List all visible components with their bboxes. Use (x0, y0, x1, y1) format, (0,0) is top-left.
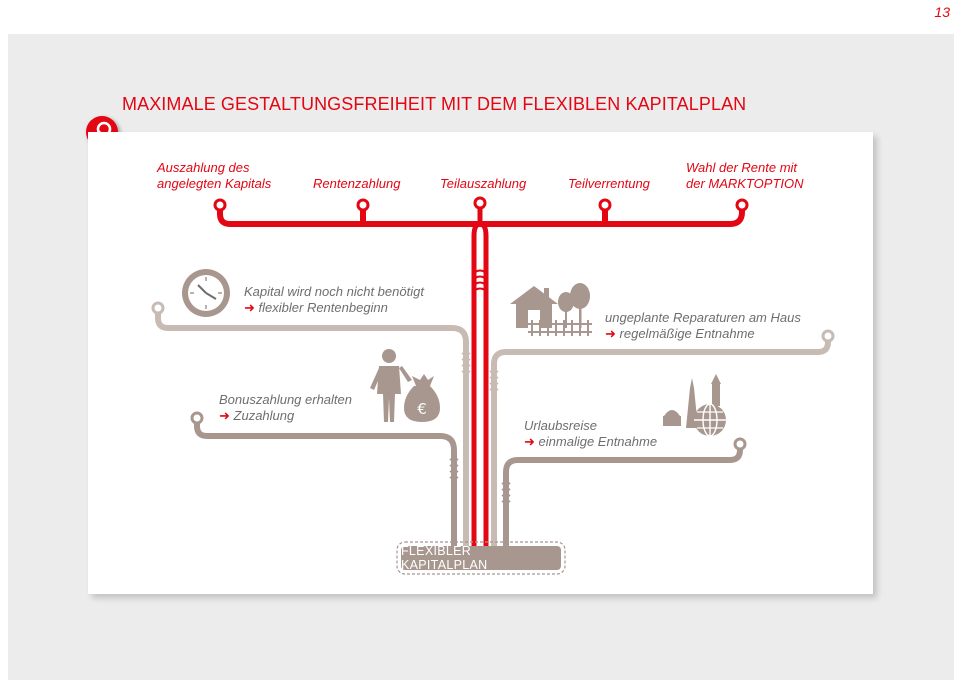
clock-icon (182, 269, 230, 317)
event-bonus-payment-line2: ➜ Zuzahlung (219, 408, 352, 424)
arrow-icon: ➜ (219, 408, 230, 423)
event-house-repairs-line2: ➜ regelmäßige Entnahme (605, 326, 801, 342)
option-market-option: Wahl der Rente mit der MARKTOPTION (686, 160, 804, 192)
fence-icon (528, 320, 592, 336)
branch-left-upper-dash-marks (461, 351, 471, 373)
trunk-dash-marks (474, 269, 486, 291)
option-market-option-line1: Wahl der Rente mit (686, 160, 798, 175)
headline: MAXIMALE GESTALTUNGSFREIHEIT MIT DEM FLE… (122, 94, 747, 114)
top-node-2 (356, 198, 370, 212)
branch-left-lower (194, 420, 457, 556)
branch-right-lower-dash-marks (501, 481, 511, 503)
event-bonus-payment: Bonuszahlung erhalten ➜ Zuzahlung (219, 392, 352, 424)
branch-left-upper-node (151, 301, 165, 315)
event-house-repairs: ungeplante Reparaturen am Haus ➜ regelmä… (605, 310, 801, 342)
arrow-icon: ➜ (524, 434, 535, 449)
trunk-label: FLEXIBLER KAPITALPLAN (401, 544, 488, 572)
branch-right-upper (491, 338, 831, 556)
globe-icon (694, 403, 726, 437)
event-house-repairs-line1: ungeplante Reparaturen am Haus (605, 310, 801, 325)
option-lump-sum-line2: angelegten Kapitals (157, 176, 272, 191)
event-vacation-line1: Urlaubsreise (524, 418, 597, 433)
branch-left-lower-node (190, 411, 204, 425)
trees-icon (558, 283, 590, 328)
businessman-icon (370, 349, 412, 422)
top-node-4 (598, 198, 612, 212)
top-node-5 (735, 198, 749, 212)
option-lump-sum: Auszahlung des angelegten Kapitals (157, 160, 271, 192)
event-capital-not-needed: Kapital wird noch nicht benötigt ➜ flexi… (244, 284, 424, 316)
option-lump-sum-line1: Auszahlung des (157, 160, 250, 175)
branch-right-upper-dash-marks (489, 369, 499, 391)
event-capital-not-needed-line2: ➜ flexibler Rentenbeginn (244, 300, 424, 316)
house-icon (510, 286, 558, 328)
option-partial-annuitization-label: Teilverrentung (568, 176, 650, 191)
top-node-1 (213, 198, 227, 212)
event-bonus-payment-line1: Bonuszahlung erhalten (219, 392, 352, 407)
money-bag-icon: € (404, 374, 440, 422)
option-market-option-line2: der MARKTOPTION (686, 176, 804, 191)
event-vacation-line2: ➜ einmalige Entnahme (524, 434, 657, 450)
event-house-repairs-result: regelmäßige Entnahme (619, 326, 755, 341)
branch-left-lower-dash-marks (449, 457, 459, 479)
arrow-icon: ➜ (244, 300, 255, 315)
branch-right-upper-node (821, 329, 835, 343)
event-bonus-payment-result: Zuzahlung (233, 408, 295, 423)
branch-right-lower-node (733, 437, 747, 451)
trunk-label-box (401, 546, 561, 570)
arrow-icon: ➜ (605, 326, 616, 341)
event-capital-not-needed-result: flexibler Rentenbeginn (258, 300, 388, 315)
event-capital-not-needed-line1: Kapital wird noch nicht benötigt (244, 284, 424, 299)
page-number: 13 (934, 4, 950, 20)
trunk-label-box-dashed-border (396, 541, 566, 575)
option-partial-annuitization: Teilverrentung (568, 176, 650, 192)
trunk-line (471, 208, 489, 556)
option-pension-label: Rentenzahlung (313, 176, 401, 191)
branch-left-upper (155, 310, 469, 556)
option-partial-payout: Teilauszahlung (440, 176, 526, 192)
euro-icon: € (417, 400, 427, 418)
event-vacation-result: einmalige Entnahme (538, 434, 658, 449)
branch-right-lower (503, 446, 743, 556)
top-node-3 (473, 196, 487, 210)
event-vacation: Urlaubsreise ➜ einmalige Entnahme (524, 418, 657, 450)
option-pension: Rentenzahlung (313, 176, 400, 192)
option-partial-payout-label: Teilauszahlung (440, 176, 527, 191)
